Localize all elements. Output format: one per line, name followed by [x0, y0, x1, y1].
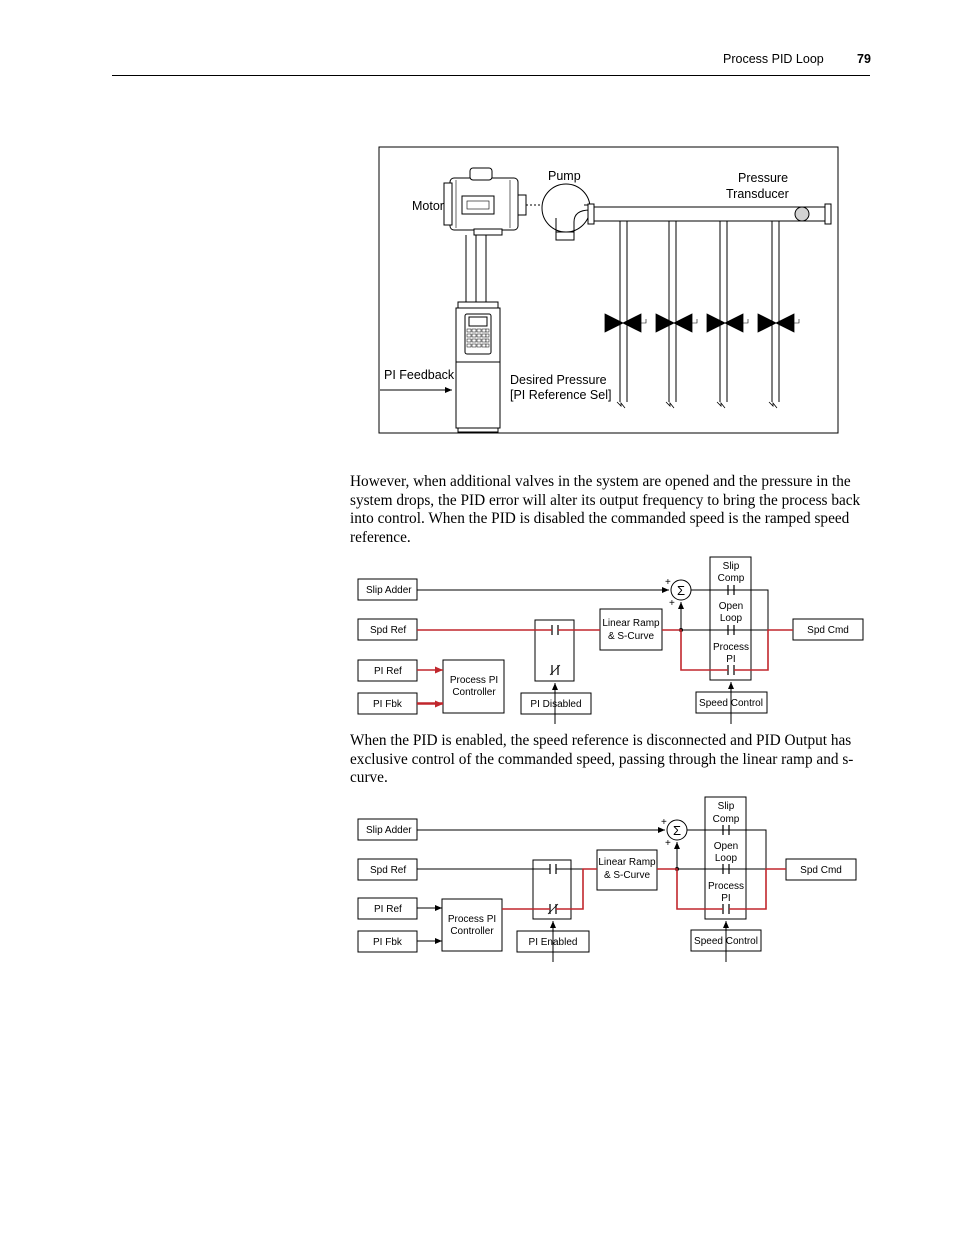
- transducer-label-2: Transducer: [726, 187, 789, 201]
- pump-icon: [541, 183, 592, 241]
- body-paragraph-1: However, when additional valves in the s…: [350, 473, 861, 546]
- d2-pi-ref-label: PI Ref: [374, 904, 402, 915]
- d2-plus-bottom: +: [665, 838, 671, 849]
- pump-label: Pump: [548, 169, 581, 183]
- pi-switch-frame: [534, 619, 575, 682]
- d2-process-label-1: Process: [708, 881, 744, 892]
- d2-speed-control-label: Speed Control: [694, 936, 758, 947]
- d1-process-label-2: PI: [726, 654, 735, 665]
- pipe-icon: [587, 203, 832, 409]
- speed-switch-frame: [704, 796, 747, 920]
- d1-slip-adder-label: Slip Adder: [366, 585, 412, 596]
- d1-slip-label-1: Slip: [723, 561, 740, 572]
- d2-sigma-icon: Σ: [673, 823, 681, 838]
- motor-label: Motor: [412, 199, 444, 213]
- d1-slip-label-2: Comp: [718, 573, 745, 584]
- d1-speed-control-label: Speed Control: [699, 698, 763, 709]
- d1-pi-disabled-label: PI Disabled: [530, 699, 581, 710]
- d2-controller-label-1: Process PI: [448, 914, 496, 925]
- pi-feedback-label: PI Feedback: [384, 368, 455, 382]
- d1-process-label-1: Process: [713, 642, 749, 653]
- d1-controller-label-1: Process PI: [450, 675, 498, 686]
- transducer-label-1: Pressure: [738, 171, 788, 185]
- ramp-box: [599, 608, 663, 651]
- d1-controller-label-2: Controller: [452, 687, 496, 698]
- d2-open-label-2: Loop: [715, 853, 738, 864]
- d1-pi-ref-label: PI Ref: [374, 666, 402, 677]
- d2-spd-cmd-label: Spd Cmd: [800, 865, 842, 876]
- pi-enabled-diagram: Slip Adder Spd Ref PI Ref PI Fbk Process…: [357, 796, 857, 962]
- d1-spd-cmd-label: Spd Cmd: [807, 625, 849, 636]
- d1-ramp-label-1: Linear Ramp: [602, 618, 660, 629]
- d1-pi-fbk-label: PI Fbk: [373, 699, 403, 710]
- d1-plus-top: +: [665, 577, 671, 588]
- d1-plus-bottom: +: [669, 598, 675, 609]
- d2-pi-fbk-label: PI Fbk: [373, 937, 403, 948]
- d2-pi-enabled-label: PI Enabled: [529, 937, 578, 948]
- d2-spd-ref-label: Spd Ref: [370, 865, 406, 876]
- header-rule: [112, 75, 870, 76]
- controller-box: [442, 659, 505, 714]
- body-paragraph-2: When the PID is enabled, the speed refer…: [350, 732, 854, 787]
- d1-sigma-icon: Σ: [677, 583, 685, 598]
- d1-open-label-1: Open: [719, 601, 743, 612]
- d2-ramp-label-2: & S-Curve: [604, 870, 651, 881]
- d2-controller-label-2: Controller: [450, 926, 494, 937]
- d1-ramp-label-2: & S-Curve: [608, 631, 655, 642]
- d2-process-label-2: PI: [721, 893, 730, 904]
- d1-open-label-2: Loop: [720, 613, 743, 624]
- d2-slip-adder-label: Slip Adder: [366, 825, 412, 836]
- d2-slip-label-2: Comp: [713, 814, 740, 825]
- pi-disabled-diagram: Slip Adder Spd Ref PI Ref PI Fbk Process…: [357, 556, 864, 724]
- ramp-box: [596, 849, 658, 891]
- d2-plus-top: +: [661, 817, 667, 828]
- figure-frame: [378, 146, 839, 434]
- speed-switch-frame: [709, 556, 752, 681]
- d2-slip-label-1: Slip: [718, 801, 735, 812]
- controller-box: [441, 898, 503, 952]
- page-number: 79: [857, 52, 871, 66]
- desired-pressure-label-2: [PI Reference Sel]: [510, 388, 611, 402]
- d2-ramp-label-1: Linear Ramp: [598, 857, 656, 868]
- transducer-icon: [794, 206, 810, 222]
- d1-spd-ref-label: Spd Ref: [370, 625, 406, 636]
- valve-icons: [604, 313, 800, 333]
- d2-open-label-1: Open: [714, 841, 738, 852]
- desired-pressure-label-1: Desired Pressure: [510, 373, 607, 387]
- motor-icon: [443, 167, 540, 236]
- drive-icon: [455, 235, 501, 433]
- running-header-section: Process PID Loop: [723, 52, 824, 66]
- pi-disabled-box: [520, 692, 592, 715]
